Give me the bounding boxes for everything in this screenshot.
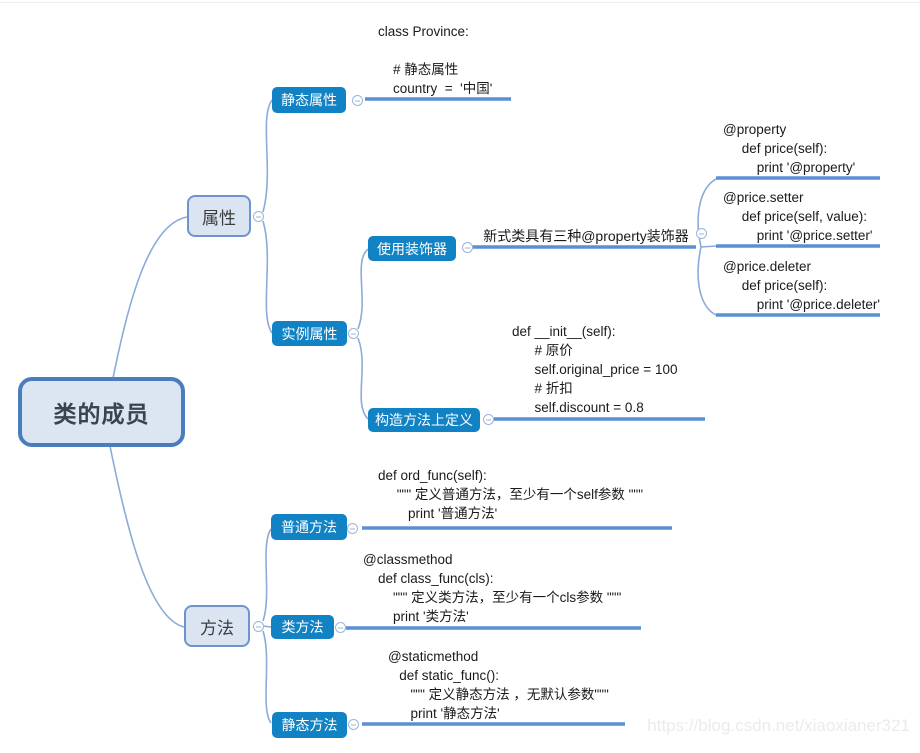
curve-decorator-deleter [697,246,717,316]
curve-root-attributes [112,216,188,379]
topic-constructor[interactable]: 构造方法上定义 [368,408,480,432]
code-static-method[interactable]: @staticmethod def static_func(): """ 定义静… [388,649,609,721]
collapse-icon[interactable] [348,719,359,730]
root-topic[interactable]: 类的成员 [18,377,185,447]
curve-methods-class [262,625,272,628]
code-constructor[interactable]: def __init__(self): # 原价 self.original_p… [512,324,678,415]
collapse-icon[interactable] [696,228,707,239]
code-static-attr[interactable]: class Province: # 静态属性 country = '中国' [378,24,493,96]
topic-use-decorator[interactable]: 使用装饰器 [368,236,456,261]
code-price-setter[interactable]: @price.setter def price(self, value): pr… [723,190,873,243]
collapse-icon[interactable] [335,622,346,633]
code-property[interactable]: @property def price(self): print '@prope… [723,122,856,175]
note-decorator[interactable]: 新式类具有三种@property装饰器 [483,228,689,244]
topic-static-method[interactable]: 静态方法 [272,712,347,738]
top-divider [0,2,920,3]
watermark: https://blog.csdn.net/xiaoxianer321 [647,716,910,735]
curve-methods-ordinary [262,528,272,622]
code-ordinary-method[interactable]: def ord_func(self): """ 定义普通方法，至少有一个self… [378,468,644,521]
collapse-icon[interactable] [462,242,473,253]
branch-methods[interactable]: 方法 [184,605,250,647]
collapse-icon[interactable] [347,523,358,534]
collapse-icon[interactable] [352,95,363,106]
curve-instance-constructor [357,337,369,420]
collapse-icon[interactable] [348,328,359,339]
code-class-method[interactable]: @classmethod def class_func(cls): """ 定义… [363,552,622,624]
curve-root-methods [109,445,185,628]
collapse-icon[interactable] [483,414,494,425]
curve-methods-static [262,630,272,724]
curve-instance-decorator [357,248,369,330]
topic-instance-attr[interactable]: 实例属性 [272,321,347,346]
collapse-icon[interactable] [253,621,264,632]
code-price-deleter[interactable]: @price.deleter def price(self): print '@… [723,259,880,312]
topic-ordinary-method[interactable]: 普通方法 [271,514,347,540]
curve-attributes-static [262,99,273,213]
topic-class-method[interactable]: 类方法 [271,615,334,639]
branch-attributes[interactable]: 属性 [187,195,251,237]
topic-static-attr[interactable]: 静态属性 [272,87,346,113]
curve-attributes-instance [262,220,273,334]
collapse-icon[interactable] [253,211,264,222]
curve-decorator-setter [700,245,717,248]
